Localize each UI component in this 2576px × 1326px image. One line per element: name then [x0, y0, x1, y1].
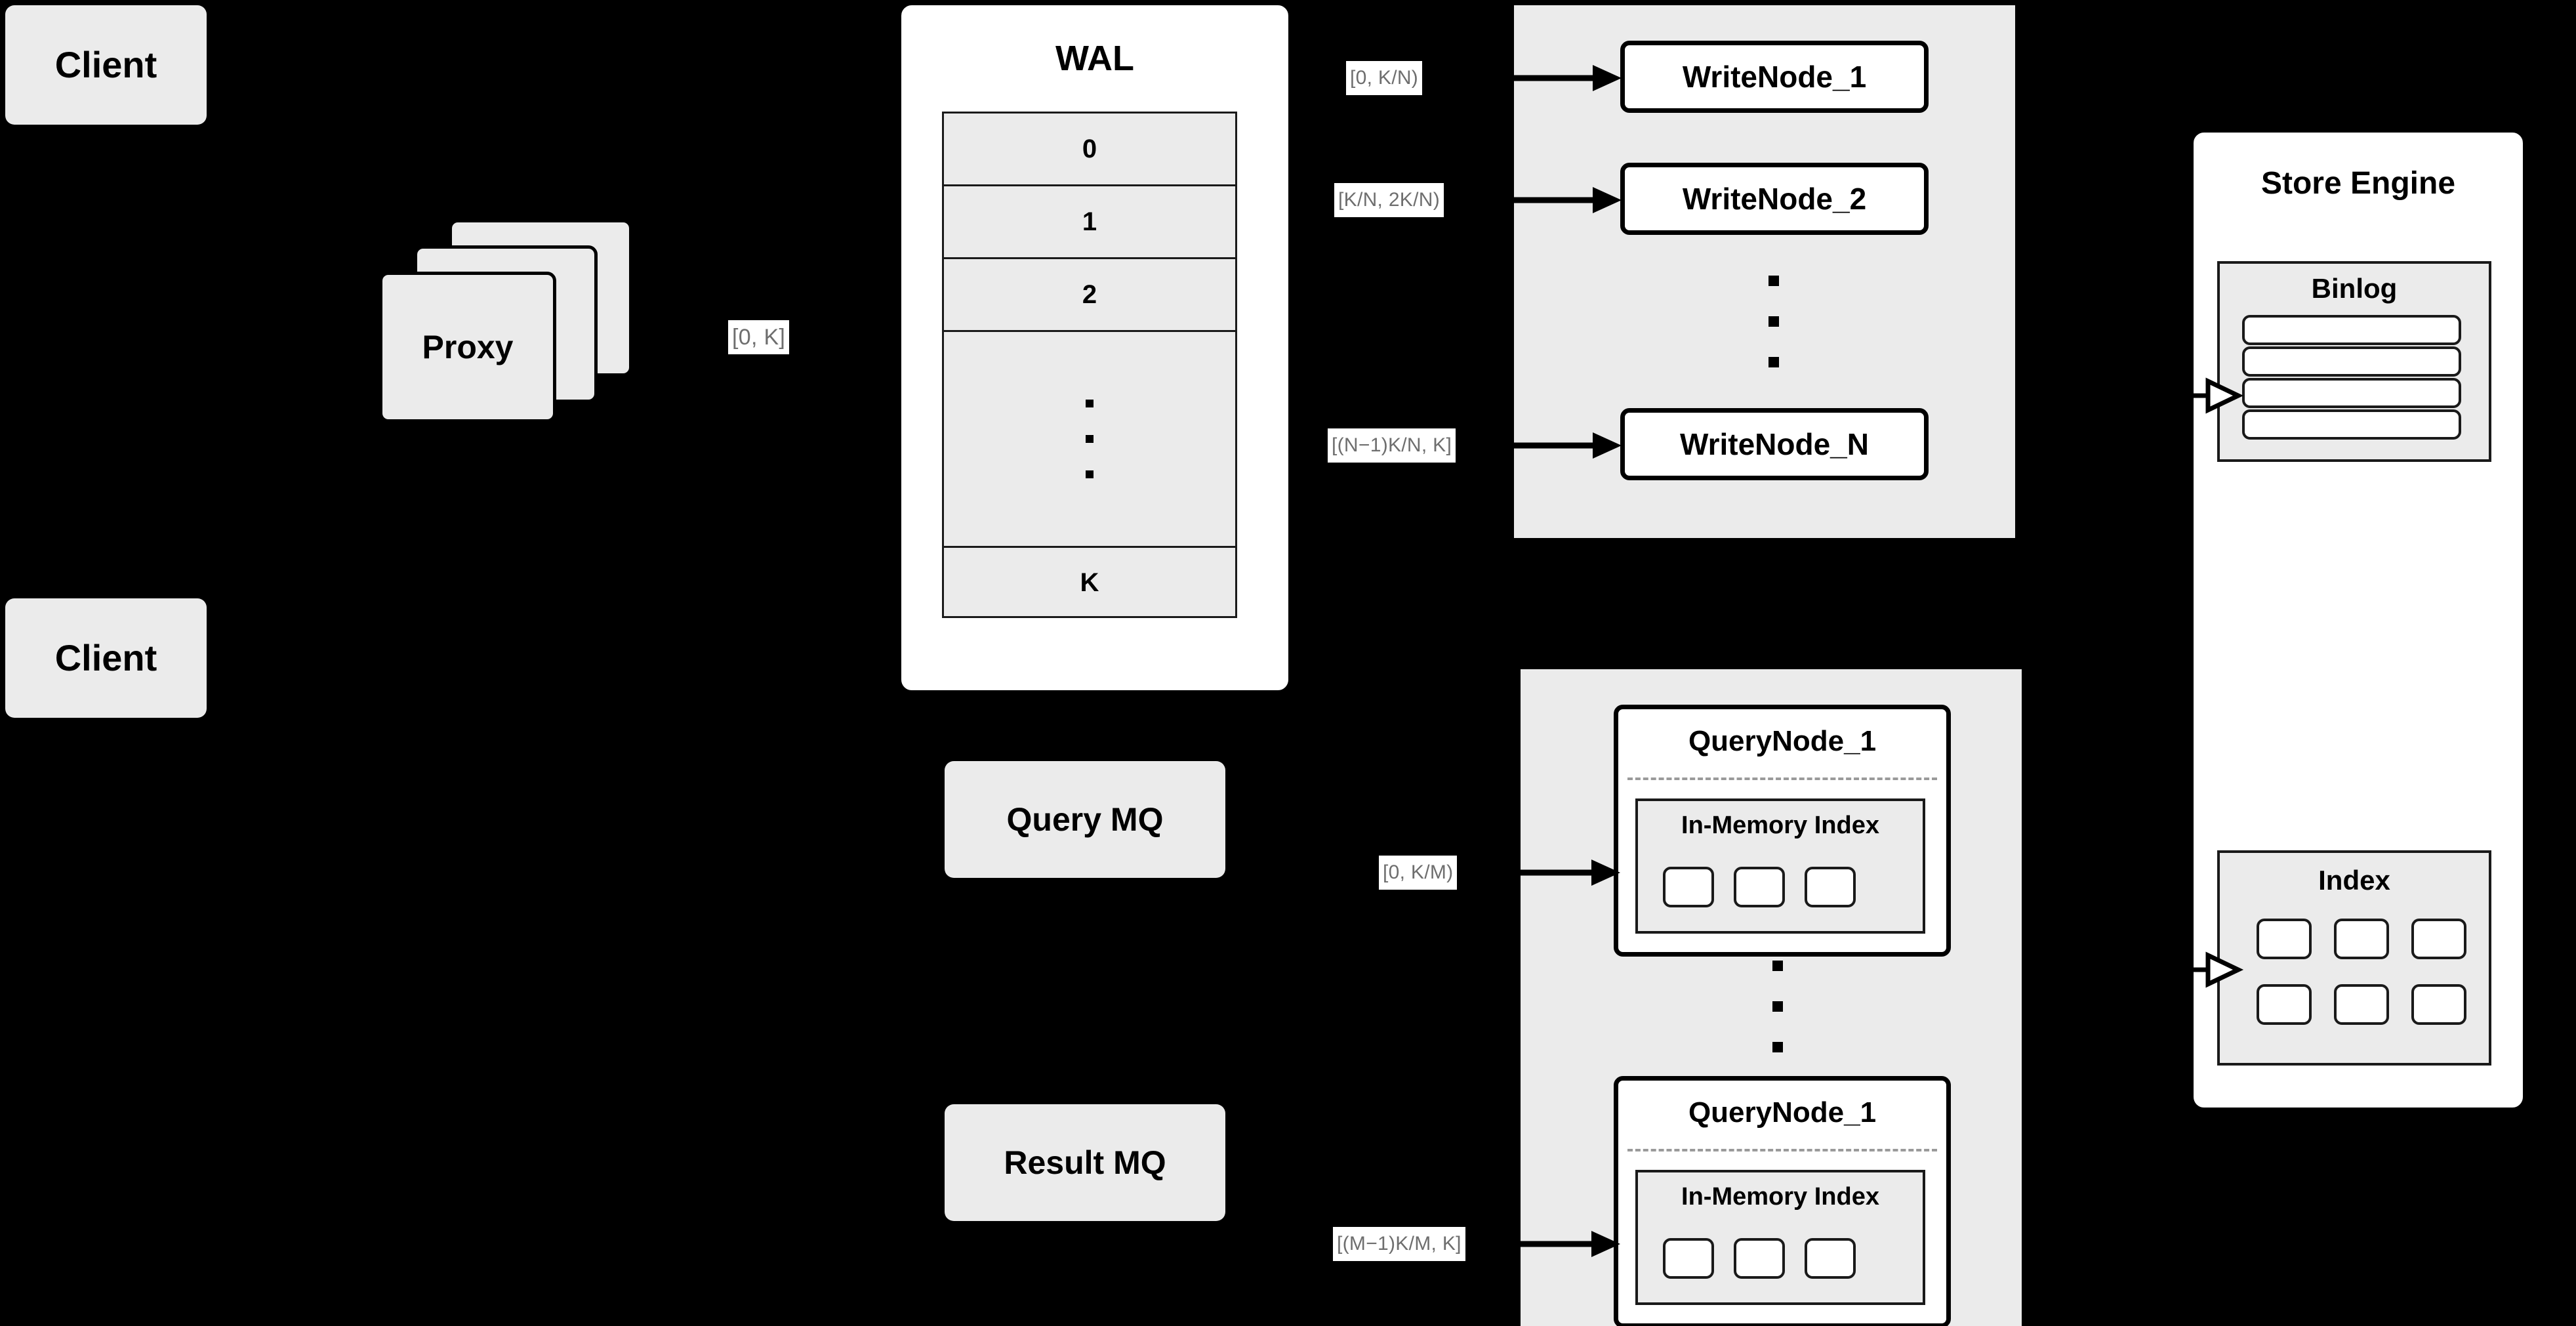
query-cluster-ellipsis [1772, 961, 1783, 1052]
binlog-title: Binlog [2311, 273, 2398, 304]
query-node-1-index-cell-2[interactable] [1734, 867, 1785, 907]
index-cell-2[interactable] [2334, 919, 2389, 959]
query-node-m-inmemory-index: In-Memory Index [1635, 1170, 1925, 1305]
edge-label-query-node-1: [0, K/M) [1379, 856, 1458, 890]
query-node-m-index-cell-2[interactable] [1734, 1238, 1785, 1279]
query-node-1[interactable]: QueryNode_1 In-Memory Index [1614, 705, 1951, 957]
write-cluster-ellipsis [1768, 276, 1779, 367]
store-engine-title: Store Engine [2260, 166, 2456, 201]
arrow-to-write-node-1 [1509, 65, 1622, 91]
wal-row-1: 1 [944, 186, 1235, 259]
index-cell-4[interactable] [2257, 984, 2312, 1025]
result-mq-label: Result MQ [1004, 1144, 1166, 1181]
query-node-m-index-cell-3[interactable] [1805, 1238, 1856, 1279]
wal-row-k: K [1080, 568, 1099, 597]
edge-label-query-node-m: [(M−1)K/M, K] [1333, 1227, 1465, 1261]
binlog-row-2[interactable] [2242, 346, 2461, 377]
index-panel: Index [2217, 850, 2491, 1066]
client-box-2[interactable]: Client [5, 598, 207, 718]
query-mq-box[interactable]: Query MQ [945, 761, 1225, 878]
write-node-1-label: WriteNode_1 [1682, 59, 1867, 94]
client-box-1[interactable]: Client [5, 5, 207, 125]
index-cell-5[interactable] [2334, 984, 2389, 1025]
result-mq-box[interactable]: Result MQ [945, 1104, 1225, 1221]
wal-row-0: 0 [944, 114, 1235, 186]
store-engine-container: Store Engine Binlog Index [2190, 129, 2527, 1111]
index-title: Index [2318, 865, 2390, 896]
query-node-m-index-cell-1[interactable] [1663, 1238, 1714, 1279]
query-node-1-title: QueryNode_1 [1688, 725, 1877, 757]
edge-label-write-node-2: [K/N, 2K/N) [1334, 183, 1444, 217]
binlog-panel: Binlog [2217, 261, 2491, 462]
arrow-to-binlog [2173, 377, 2244, 414]
proxy-box[interactable]: Proxy [379, 272, 556, 423]
query-node-m-title: QueryNode_1 [1688, 1096, 1877, 1129]
wal-row-2: 2 [944, 259, 1235, 332]
arrow-to-index [2173, 951, 2244, 988]
client-label-1: Client [54, 44, 157, 86]
index-cell-6[interactable] [2411, 984, 2466, 1025]
arrow-to-write-node-2 [1509, 187, 1622, 213]
proxy-label: Proxy [422, 328, 514, 365]
query-node-m[interactable]: QueryNode_1 In-Memory Index [1614, 1076, 1951, 1326]
query-node-1-divider [1627, 777, 1937, 780]
wal-row-ellipsis [944, 332, 1235, 548]
write-node-2[interactable]: WriteNode_2 [1620, 163, 1929, 235]
write-node-n[interactable]: WriteNode_N [1620, 408, 1929, 480]
query-node-m-inmemory-index-title: In-Memory Index [1681, 1183, 1879, 1211]
edge-label-write-node-1: [0, K/N) [1346, 61, 1423, 95]
binlog-row-4[interactable] [2242, 409, 2461, 440]
wal-title: WAL [1055, 39, 1134, 78]
index-cell-1[interactable] [2257, 919, 2312, 959]
wal-container: WAL 0 1 2 K [897, 1, 1292, 694]
query-node-m-divider [1627, 1149, 1937, 1151]
query-node-1-index-cell-3[interactable] [1805, 867, 1856, 907]
query-node-1-inmemory-index-title: In-Memory Index [1681, 812, 1879, 839]
arrow-to-query-node-m [1515, 1231, 1620, 1257]
edge-label-write-node-n: [(N−1)K/N, K] [1328, 428, 1456, 463]
edge-label-proxy-to-wal: [0, K] [728, 320, 790, 354]
binlog-row-1[interactable] [2242, 315, 2461, 345]
arrow-to-query-node-1 [1515, 860, 1620, 886]
write-node-2-label: WriteNode_2 [1682, 181, 1867, 216]
write-node-n-label: WriteNode_N [1680, 426, 1869, 461]
wal-table: 0 1 2 K [942, 112, 1237, 618]
query-node-1-inmemory-index: In-Memory Index [1635, 798, 1925, 934]
write-node-1[interactable]: WriteNode_1 [1620, 41, 1929, 113]
proxy-stack[interactable]: Proxy [379, 219, 674, 429]
query-node-1-index-cell-1[interactable] [1663, 867, 1714, 907]
query-mq-label: Query MQ [1006, 800, 1164, 838]
arrow-to-write-node-n [1509, 432, 1622, 459]
wal-ellipsis-dots [1086, 400, 1094, 478]
binlog-row-3[interactable] [2242, 378, 2461, 408]
index-cell-3[interactable] [2411, 919, 2466, 959]
client-label-2: Client [54, 637, 157, 679]
